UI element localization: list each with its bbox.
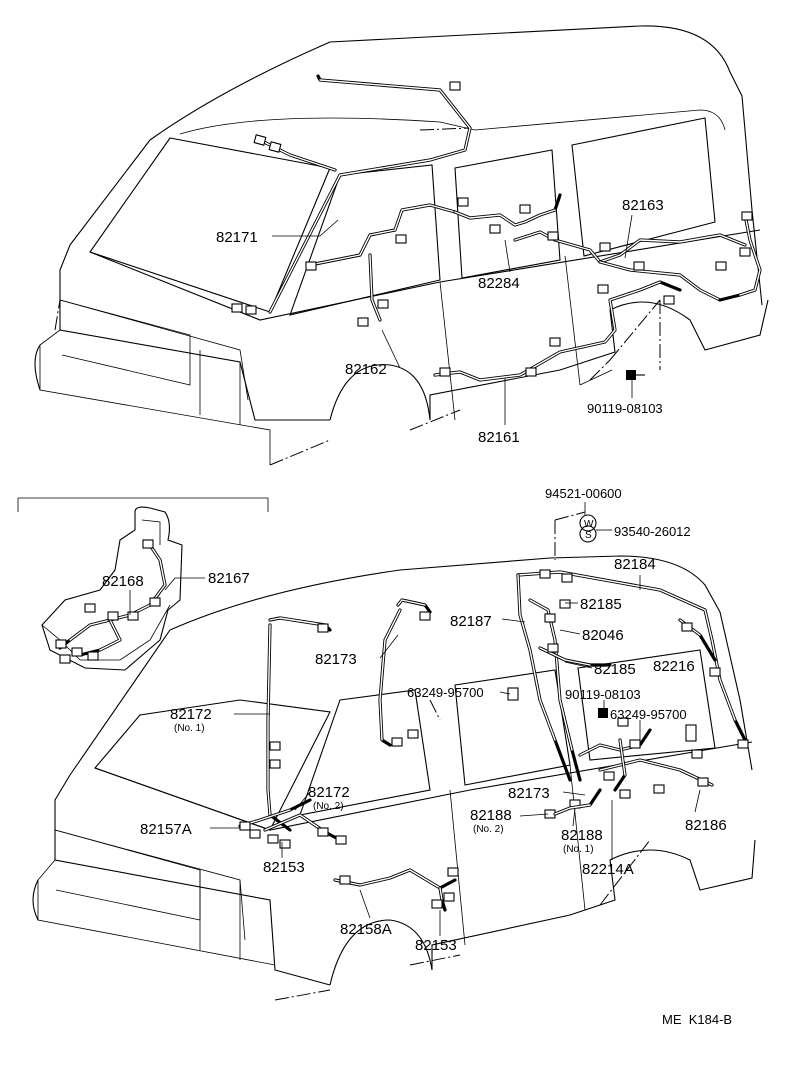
label-82046: 82046 — [582, 627, 624, 644]
label-82185-a: 82185 — [580, 596, 622, 613]
label-82161: 82161 — [478, 429, 520, 446]
label-82214a: 82214A — [582, 861, 634, 878]
label-82186: 82186 — [685, 817, 727, 834]
diagram-code: ME K184-B — [662, 1012, 732, 1027]
label-82188-no1-sub: (No. 1) — [563, 844, 594, 855]
label-82185-b: 82185 — [594, 661, 636, 678]
washer-w-symbol: W — [584, 519, 594, 530]
label-82153-a: 82153 — [263, 859, 305, 876]
label-82284: 82284 — [478, 275, 520, 292]
leader-lines — [129, 214, 701, 936]
label-94521-00600: 94521-00600 — [545, 486, 622, 501]
label-82158a: 82158A — [340, 921, 392, 938]
label-63249-95700-a: 63249-95700 — [407, 685, 484, 700]
label-82188-no2-sub: (No. 2) — [473, 824, 504, 835]
part-labels: 82171 82284 82163 82162 82161 90119-0810… — [102, 197, 732, 1027]
label-82167: 82167 — [208, 570, 250, 587]
label-82153-b: 82153 — [415, 937, 457, 954]
label-82171: 82171 — [216, 229, 258, 246]
label-82168: 82168 — [102, 573, 144, 590]
label-82188-no2: 82188 — [470, 807, 512, 824]
label-82163: 82163 — [622, 197, 664, 214]
label-82173-a: 82173 — [315, 651, 357, 668]
label-82184: 82184 — [614, 556, 656, 573]
washer-s-symbol: S — [585, 530, 592, 541]
label-82172-no2: 82172 — [308, 784, 350, 801]
label-82173-b: 82173 — [508, 785, 550, 802]
bottom-van-drawing — [32, 511, 756, 1001]
label-82188-no1: 82188 — [561, 827, 603, 844]
label-82172-no1: 82172 — [170, 706, 212, 723]
label-90119-08103-bottom: 90119-08103 — [565, 687, 641, 702]
label-82162: 82162 — [345, 361, 387, 378]
label-63249-95700-b: 63249-95700 — [610, 707, 687, 722]
label-82187: 82187 — [450, 613, 492, 630]
label-93540-26012: 93540-26012 — [614, 524, 691, 539]
label-82157a: 82157A — [140, 821, 192, 838]
top-van-drawing — [34, 25, 769, 466]
label-82172-no1-sub: (No. 1) — [174, 723, 205, 734]
label-82172-no2-sub: (No. 2) — [313, 801, 344, 812]
label-82216: 82216 — [653, 658, 695, 675]
label-90119-08103-top: 90119-08103 — [587, 401, 663, 416]
